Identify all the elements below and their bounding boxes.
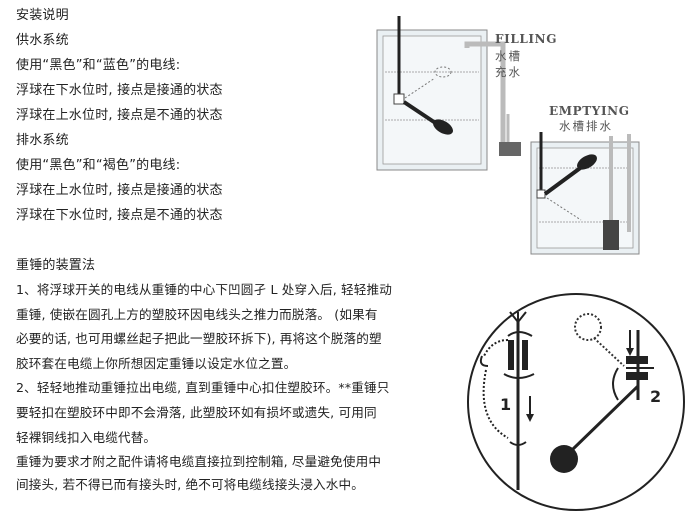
- drain-heading: 排水系统: [16, 133, 69, 148]
- filling-diagram: FILLING 水槽充水: [375, 14, 556, 179]
- weight-line-1: 1、将浮球开关的电线从重锤的中心下凹圆孑 L 处穿入后, 轻轻推动: [16, 282, 393, 297]
- emptying-tank-illustration: [530, 132, 640, 255]
- emptying-diagram: EMPTYING 水槽排水: [529, 104, 699, 255]
- emptying-label-cn: 水槽排水: [559, 119, 613, 133]
- supply-heading: 供水系统: [16, 33, 69, 48]
- weight-line-7: 轻裸铜线扣入电缆代替。: [16, 429, 157, 445]
- weight-instructions: 1、将浮球开关的电线从重锤的中心下凹圆孑 L 处穿入后, 轻轻推动 重锤, 使嵌…: [16, 278, 456, 498]
- weight-heading: 重锤的装置法: [16, 258, 96, 273]
- weight-line-3: 必要的话, 也可用螺丝起子把此一塑胶环拆下), 再将这个脱落的塑: [16, 331, 382, 347]
- weight-line-8: 重锤为要求才附之配件请将电缆直接拉到控制箱, 尽量避免使用中: [16, 454, 382, 470]
- weight-line-4: 胶环套在电缆上你所想因定重锤以设定水位之置。: [16, 355, 297, 371]
- supply-line-2: 浮球在上水位时, 接点是不通的状态: [16, 108, 223, 123]
- filling-label-cn: 水槽充水: [495, 49, 522, 79]
- emptying-label-en: EMPTYING: [549, 104, 630, 118]
- weight-install-diagram: 1 2: [462, 290, 694, 515]
- drain-line-2: 浮球在下水位时, 接点是不通的状态: [16, 208, 223, 223]
- supply-wire-text: 使用“黑色”和“蓝色”的电线:: [16, 58, 181, 73]
- step-1-number: 1: [500, 395, 511, 414]
- weight-line-6: 要轻扣在塑胶环中即不会滑落, 此塑胶环如有损坏或遗失, 可用同: [16, 404, 377, 420]
- weight-circle-illustration: 1 2: [467, 293, 685, 511]
- drain-line-1: 浮球在上水位时, 接点是接通的状态: [16, 183, 223, 198]
- filling-tank-illustration: [376, 16, 521, 171]
- drain-wire-text: 使用“黑色”和“褐色”的电线:: [16, 158, 181, 173]
- supply-line-1: 浮球在下水位时, 接点是接通的状态: [16, 83, 223, 98]
- weight-line-5: 2、轻轻地推动重锤拉出电缆, 直到重锤中心扣住塑胶环。**重锤只: [16, 380, 390, 396]
- filling-label-en: FILLING: [495, 32, 558, 46]
- install-title: 安装说明: [16, 8, 69, 23]
- weight-line-9: 间接头, 若不得已而有接头时, 绝不可将电缆线接头浸入水中。: [16, 477, 364, 493]
- step-2-number: 2: [650, 387, 661, 406]
- weight-line-2: 重锤, 使嵌在圆孔上方的塑胶环因电线头之推力而脱落。 (如果有: [16, 306, 378, 322]
